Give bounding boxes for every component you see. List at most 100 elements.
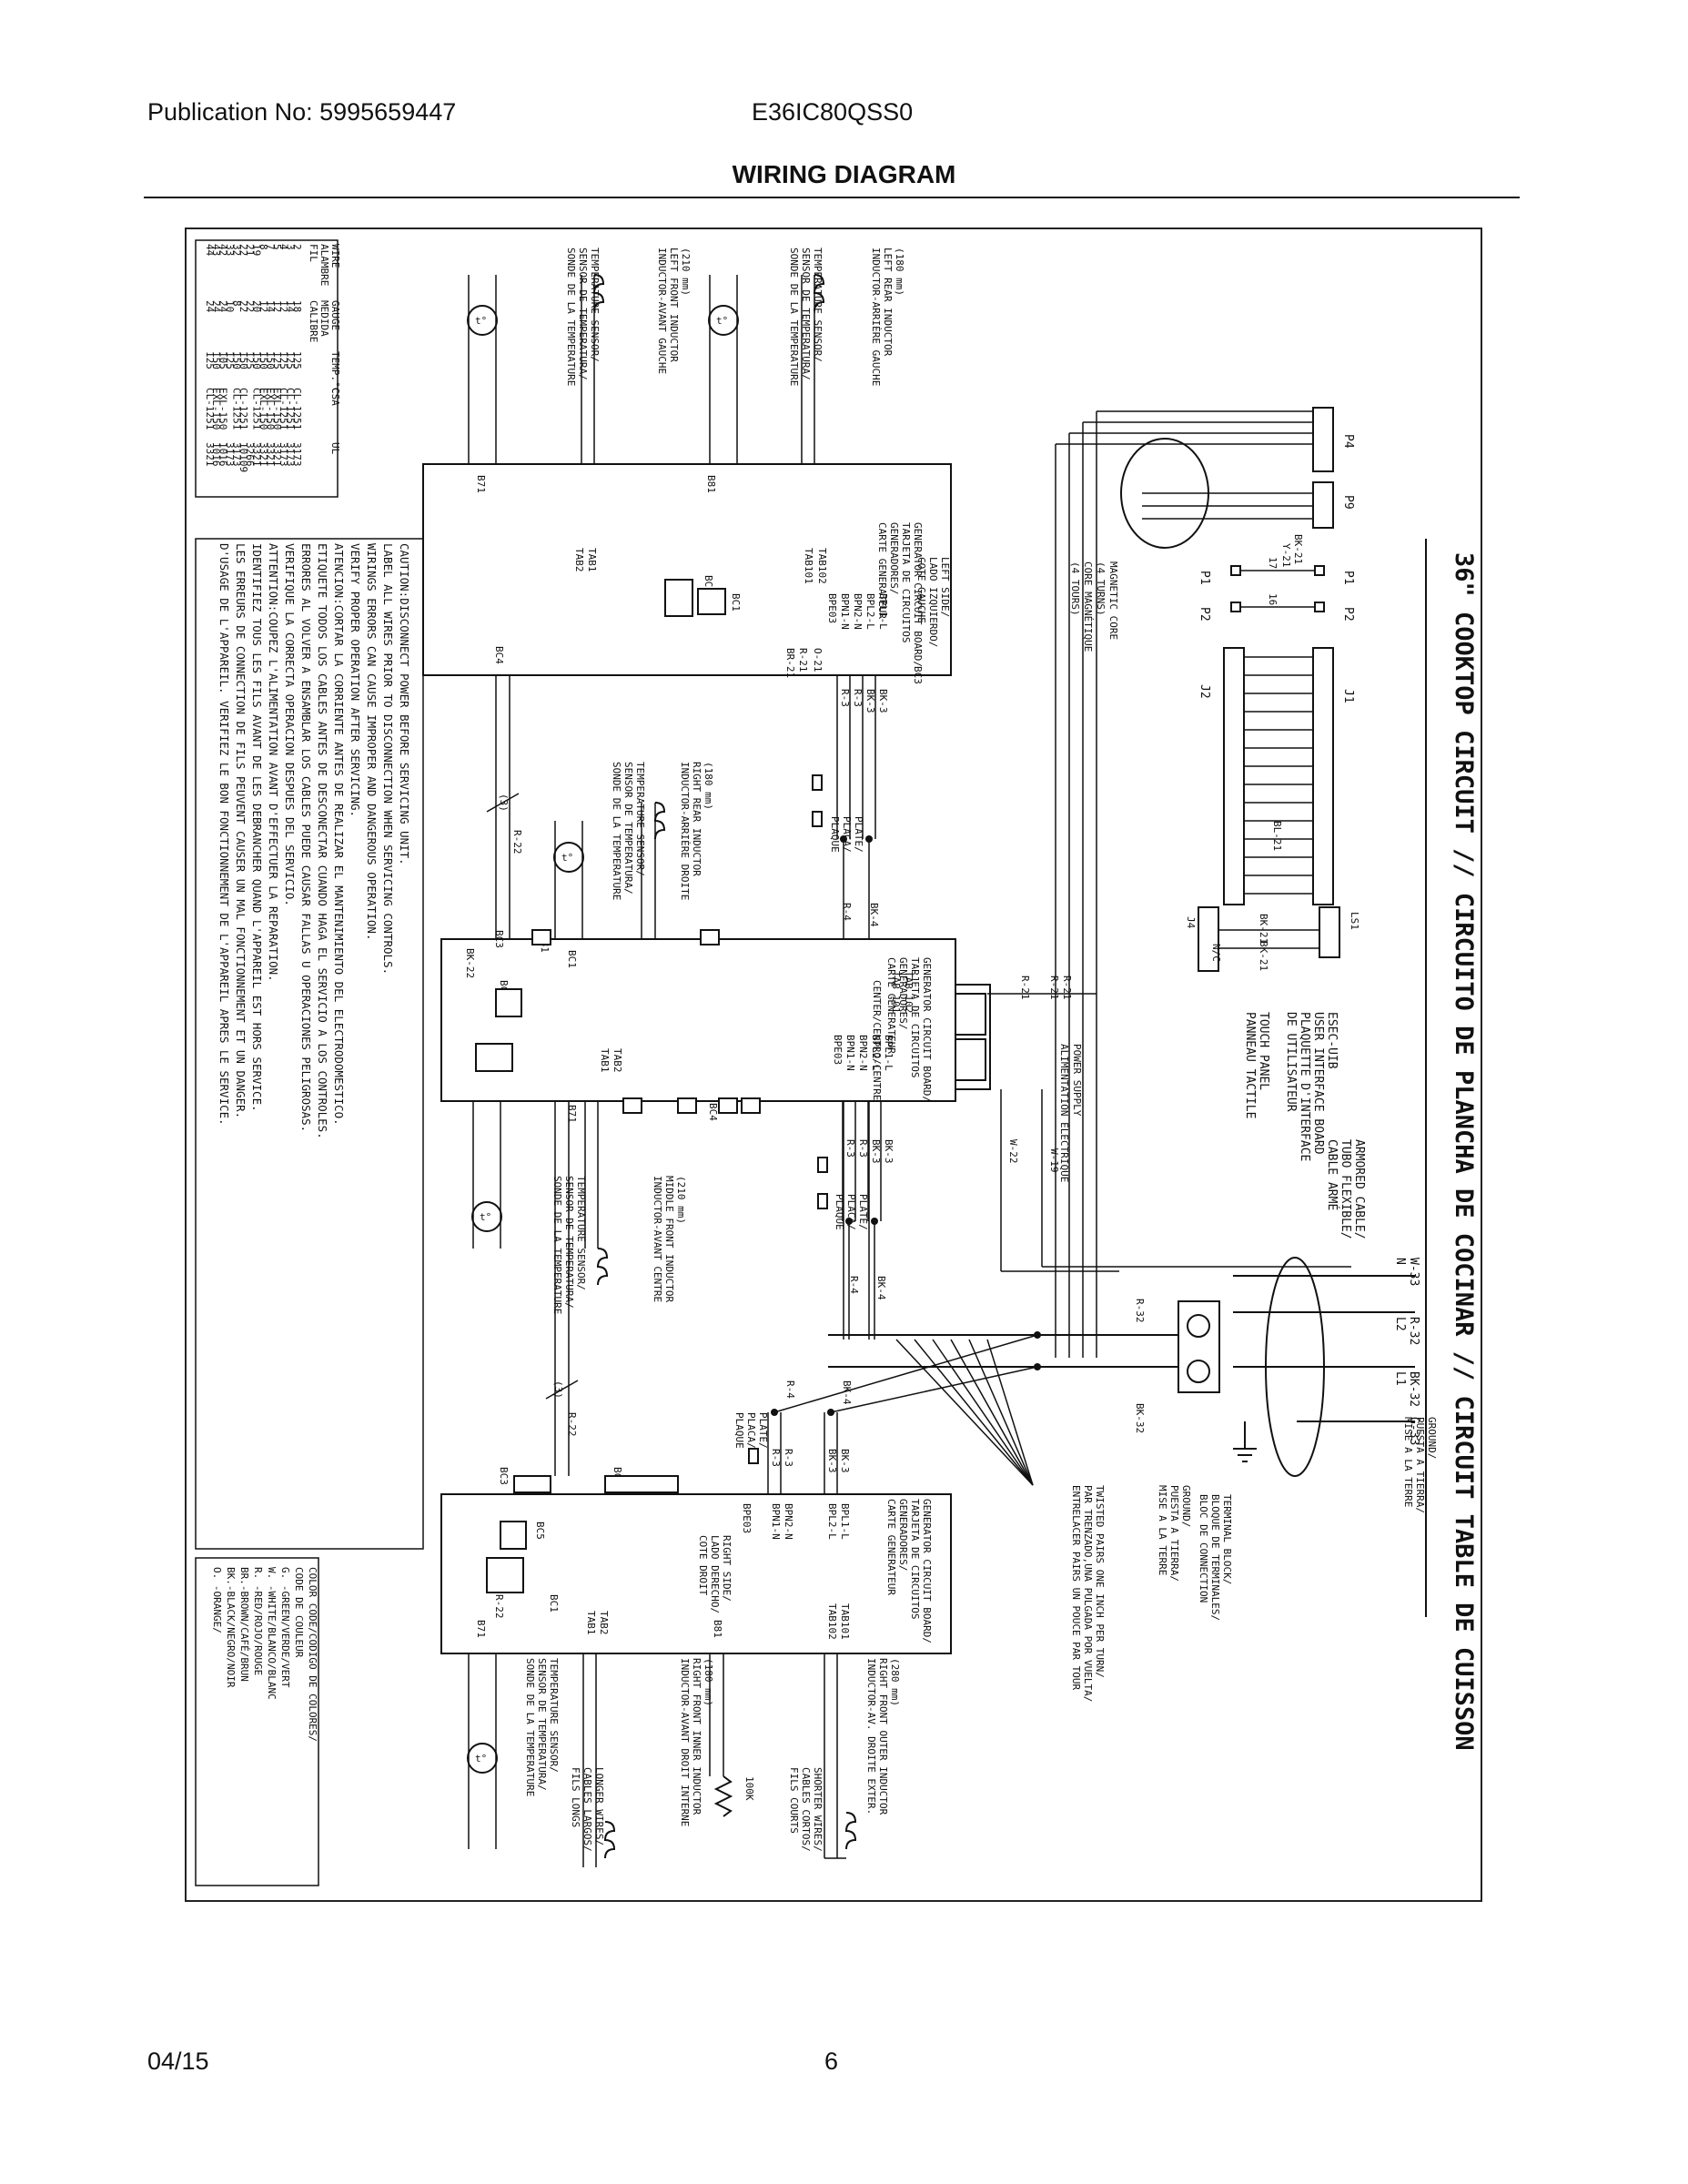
svg-text:t°: t°	[716, 315, 728, 327]
text-line: R. -RED/ROJO/ROUGE	[252, 1567, 264, 1675]
svg-text:BK-3: BK-3	[883, 1139, 895, 1164]
svg-text:(180 mm) RIGHT FRONT I: (180 mm) RIGHT FRONT INNER INDUCTOR INDU…	[679, 1658, 714, 1826]
table-cell: 125	[224, 351, 236, 369]
label-p9: P9	[1341, 495, 1355, 510]
svg-text:SHORTER WIRES/ CABLES: SHORTER WIRES/ CABLES CORTOS/ FILS COURT…	[788, 1767, 824, 1857]
svg-text:(280 mm) RIGHT FRONT O: (280 mm) RIGHT FRONT OUTER INDUCTOR INDU…	[865, 1658, 901, 1821]
svg-text:BPL1-L: BPL1-L	[883, 1035, 895, 1071]
table-cell: UL	[329, 442, 341, 455]
svg-text:t°: t°	[561, 852, 573, 864]
connector-j2	[1223, 647, 1245, 905]
table-cell: WIRE	[329, 244, 341, 268]
table-cell: 44	[204, 244, 216, 257]
svg-text:(180 mm) RIGHT REAR IN: (180 mm) RIGHT REAR INDUCTOR INDUCTOR-AR…	[679, 762, 714, 900]
svg-text:CAUTION:DISCONNECT POWER BEFOR: CAUTION:DISCONNECT POWER BEFORE SERVICIN…	[217, 543, 411, 1139]
table-cell: 2	[291, 244, 303, 250]
label-p2: P2	[1341, 607, 1355, 622]
svg-text:W-19: W-19	[1048, 1148, 1060, 1173]
left-front-inductor: (210 mm) LEFT FRONT INDUCTOR INDUCTOR-AV…	[581, 248, 692, 464]
table-cell: 125	[271, 351, 283, 369]
svg-text:COLOR CODE/CODIGO DE COLORES/C: COLOR CODE/CODIGO DE COLORES/CODE DE COU…	[211, 1567, 318, 1742]
svg-text:t°: t°	[475, 1753, 487, 1764]
table-cell: 18	[291, 300, 303, 312]
table-cell: 125	[291, 351, 303, 369]
svg-text:R-4: R-4	[848, 1276, 860, 1294]
svg-text:BC1: BC1	[548, 1594, 560, 1613]
svg-text:BR-21: BR-21	[784, 648, 796, 678]
text-line: VERIFIQUE LA CORRECTA OPERACION DESPUES …	[283, 543, 297, 906]
left-board-box	[422, 463, 952, 676]
table-cell: CL-1251	[230, 388, 242, 430]
table-cell: FIL	[308, 244, 319, 262]
svg-text:BPN1-N: BPN1-N	[839, 593, 851, 630]
svg-text:TAB2: TAB2	[573, 548, 585, 572]
svg-text:BPN1-N: BPN1-N	[770, 1503, 782, 1540]
left-rear-temp-sensor: TEMPERATURE SENSOR/ SENSOR DE TEMPERATUR…	[708, 248, 824, 464]
svg-text:B71: B71	[475, 475, 487, 493]
table-cell: 150	[258, 351, 269, 369]
table-cell: 3173	[278, 442, 289, 467]
svg-text:R-3: R-3	[839, 689, 851, 707]
right-front-resistor: 100K	[709, 1653, 755, 1817]
svg-text:TAB1: TAB1	[599, 1048, 611, 1073]
svg-text:BK-32: BK-32	[1134, 1403, 1146, 1433]
svg-text:(180 mm) LEFT REAR IND: (180 mm) LEFT REAR INDUCTOR INDUCTOR-ARR…	[870, 248, 905, 386]
svg-text:TAB1: TAB1	[586, 548, 598, 572]
svg-text:(210 mm) MIDDLE FRONT: (210 mm) MIDDLE FRONT INDUCTOR INDUCTOR-…	[652, 1176, 687, 1309]
label-y21: Y-21	[1280, 543, 1292, 568]
svg-text:t°: t°	[480, 1211, 491, 1223]
table-cell: TEMP.°C	[329, 351, 341, 393]
table-cell: 14	[285, 300, 297, 313]
svg-text:PLATE/ PLACA/: PLATE/ PLACA/ PLAQUE	[733, 1412, 769, 1454]
table-cell: 3321	[258, 442, 269, 467]
svg-text:BC4: BC4	[493, 646, 505, 664]
page-number: 6	[824, 2048, 839, 2075]
svg-text:W-33: W-33	[1407, 1258, 1420, 1286]
publication-number: Publication No: 5995659447	[147, 98, 457, 126]
caution-notes: CAUTION:DISCONNECT POWER BEFORE SERVICIN…	[195, 538, 424, 1550]
middle-front-inductor: (210 mm) MIDDLE FRONT INDUCTOR INDUCTOR-…	[584, 1101, 687, 1309]
text-line: WIRINGS ERRORS CAN CAUSE IMPROPER AND DA…	[365, 543, 379, 941]
left-generator-board: GENERATOR CIRCUIT BOARD/ TARJETA DE CIRC…	[422, 463, 952, 1340]
svg-text:t°: t°	[475, 315, 487, 327]
svg-text:BC4: BC4	[707, 1103, 719, 1121]
page-title: WIRING DIAGRAM	[732, 160, 956, 188]
footer-date: 04/15	[147, 2048, 209, 2075]
color-code-box: COLOR CODE/CODIGO DE COLORES/CODE DE COU…	[195, 1557, 319, 1886]
table-cell: 12	[258, 300, 269, 312]
model-number: E36IC80QSS0	[752, 98, 914, 126]
ui-board-label: ESEC-UIB USER INTERFACE BOARD PLAQUETTE …	[1284, 1012, 1339, 1168]
label-j1: J1	[1341, 689, 1355, 703]
table-cell: 150	[230, 351, 242, 369]
svg-text:R-22: R-22	[566, 1412, 578, 1437]
svg-text:BPN2-N: BPN2-N	[852, 593, 864, 630]
right-front-outer-inductor: (280 mm) RIGHT FRONT OUTER INDUCTOR INDU…	[788, 1653, 901, 1859]
text-line: ATTENTION:COUPEZ L'ALIMENTATION AVANT D'…	[267, 543, 280, 982]
label-j2: J2	[1198, 684, 1211, 699]
table-cell: 150	[251, 351, 263, 369]
table-cell: 3173	[230, 442, 242, 467]
svg-text:R-3: R-3	[857, 1139, 869, 1158]
svg-text:TAB1: TAB1	[585, 1611, 597, 1635]
table-cell: 3173	[285, 442, 297, 467]
svg-text:R-21: R-21	[797, 648, 809, 672]
table-cell: 125	[285, 351, 297, 369]
wire-gauge-table: WIREALAMBREFILGAUGEMEDIDACALIBRETEMP.°CC…	[195, 239, 341, 498]
svg-text:TAB101: TAB101	[803, 548, 814, 584]
table-cell: 3321	[204, 442, 216, 467]
svg-text:BPE03: BPE03	[832, 1035, 844, 1065]
text-line: BR.-BROWN/CAFÉ/BRUN	[238, 1567, 250, 1682]
svg-text:BPN2-N: BPN2-N	[783, 1503, 794, 1540]
svg-text:LS1: LS1	[1349, 912, 1360, 930]
table-cell: CL-1251	[285, 388, 297, 430]
svg-text:BC1: BC1	[730, 593, 742, 612]
svg-text:L2: L2	[1393, 1317, 1407, 1331]
diagram-frame: 36" COOKTOP CIRCUIT // CIRCUITO DE PLANC…	[185, 228, 1482, 1902]
table-cell: 105	[217, 351, 229, 369]
svg-text:B71: B71	[566, 1105, 578, 1123]
p4-p9-bundle	[1055, 410, 1313, 1358]
table-cell: 22	[238, 244, 249, 256]
terminal-block-label: TERMINAL BLOCK/ BLOQUE DE TERMINALES/ BL…	[1198, 1494, 1233, 1627]
table-cell: EXL-150	[210, 388, 222, 430]
svg-text:R-3: R-3	[844, 1139, 856, 1158]
